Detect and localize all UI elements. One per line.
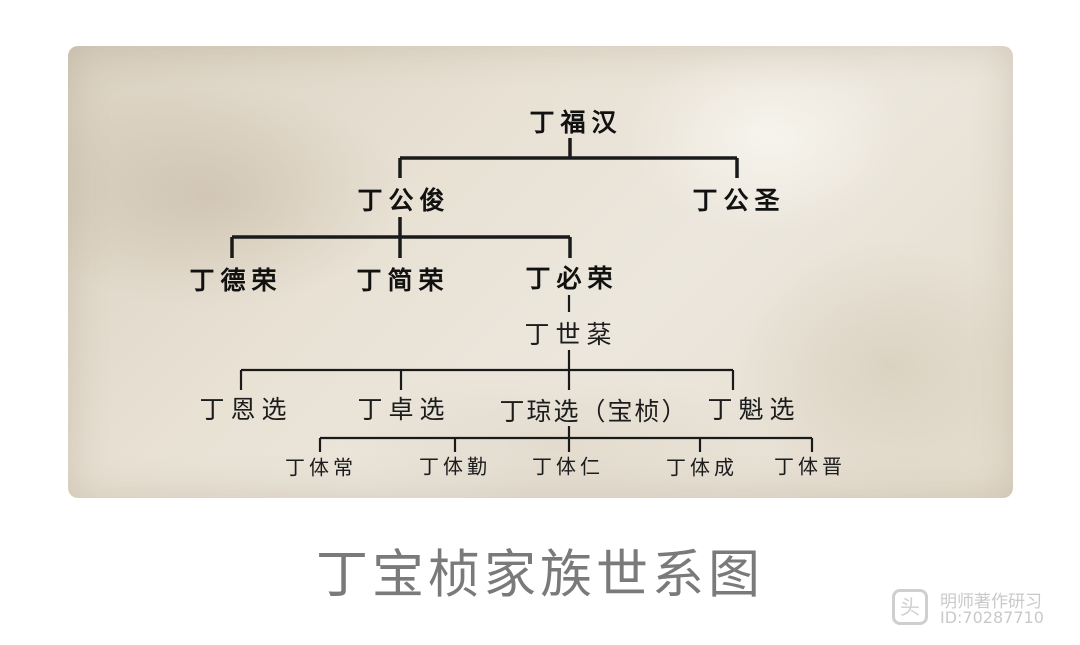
node-ding-zhuoxuan: 丁卓选: [357, 395, 451, 424]
diagram-caption: 丁宝桢家族世系图: [315, 545, 765, 606]
family-tree-panel: [68, 46, 1013, 498]
node-ding-fuhan: 丁福汉: [529, 108, 623, 137]
node-ding-derong: 丁德荣: [189, 266, 283, 295]
node-ding-birong: 丁必荣: [525, 264, 619, 293]
watermark-account-name: 明师著作研习: [940, 592, 1042, 612]
node-ding-tiqin: 丁体勤: [419, 454, 491, 479]
node-ding-enxuan: 丁恩选: [199, 395, 293, 424]
node-ding-gongjun: 丁公俊: [357, 186, 451, 215]
watermark: 头 明师著作研习 ID:70287710: [892, 587, 1072, 631]
node-ding-qiongxuan-baozhen: 丁琼选（宝桢）: [499, 397, 689, 426]
node-ding-kuixuan: 丁魁选: [707, 395, 801, 424]
node-ding-jianrong: 丁简荣: [356, 266, 450, 295]
watermark-account-id: ID:70287710: [940, 608, 1044, 627]
node-ding-gongsheng: 丁公圣: [692, 186, 786, 215]
node-ding-ticheng: 丁体成: [666, 455, 738, 480]
node-ding-tiren: 丁体仁: [532, 454, 604, 479]
node-ding-tijin: 丁体晋: [774, 454, 846, 479]
toutiao-logo-icon: 头: [892, 589, 928, 625]
node-ding-shifen: 丁世棻: [524, 320, 618, 349]
node-ding-tichang: 丁体常: [285, 455, 357, 480]
